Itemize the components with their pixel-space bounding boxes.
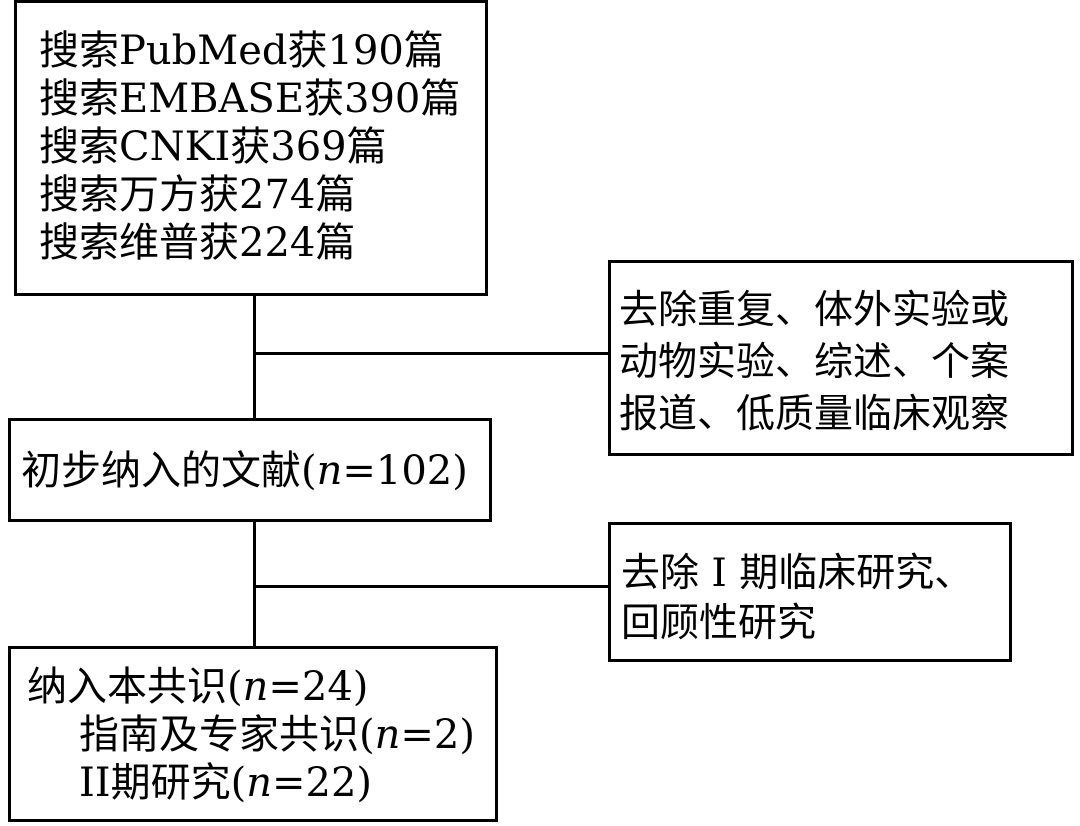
exclusion-2-line: 去除 I 期临床研究、 <box>621 551 974 596</box>
final-phase2-suffix: =22) <box>271 760 373 806</box>
initial-inclusion-n-symbol: n <box>316 448 343 494</box>
search-results-lines: 搜索PubMed获190篇 搜索EMBASE获390篇 搜索CNKI获369篇 … <box>39 27 460 267</box>
connector-to-exclusion-2 <box>256 585 608 588</box>
final-phase2-prefix: II期研究( <box>79 760 247 806</box>
exclusion-box-1: 去除重复、体外实验或 动物实验、综述、个案 报道、低质量临床观察 <box>608 260 1074 456</box>
search-line-embase: 搜索EMBASE获390篇 <box>39 76 461 122</box>
final-guidelines-prefix: 指南及专家共识( <box>79 712 375 758</box>
final-total-suffix: =24) <box>268 664 369 710</box>
connector-to-exclusion-1 <box>256 352 608 355</box>
final-inclusion-lines: 纳入本共识(n=24) 指南及专家共识(n=2) II期研究(n=22) <box>27 663 475 807</box>
final-inclusion-guidelines: 指南及专家共识(n=2) <box>27 711 475 759</box>
connector-search-to-initial <box>253 296 256 418</box>
final-guidelines-n-symbol: n <box>374 712 401 758</box>
exclusion-box-2: 去除 I 期临床研究、 回顾性研究 <box>608 522 1012 662</box>
exclusion-1-line: 动物实验、综述、个案 <box>619 340 1010 385</box>
initial-inclusion-suffix: =102) <box>342 448 468 494</box>
final-total-prefix: 纳入本共识( <box>27 664 243 710</box>
final-inclusion-phase2: II期研究(n=22) <box>27 759 475 807</box>
search-line-cnki: 搜索CNKI获369篇 <box>39 124 387 170</box>
exclusion-1-line: 报道、低质量临床观察 <box>619 392 1010 437</box>
exclusion-1-lines: 去除重复、体外实验或 动物实验、综述、个案 报道、低质量临床观察 <box>619 285 1009 441</box>
search-line-wanfang: 搜索万方获274篇 <box>39 172 356 218</box>
search-results-box: 搜索PubMed获190篇 搜索EMBASE获390篇 搜索CNKI获369篇 … <box>14 0 488 296</box>
exclusion-2-lines: 去除 I 期临床研究、 回顾性研究 <box>621 549 973 649</box>
initial-inclusion-box: 初步纳入的文献(n=102) <box>8 418 492 522</box>
search-line-pubmed: 搜索PubMed获190篇 <box>39 28 444 74</box>
final-phase2-n-symbol: n <box>246 760 272 806</box>
connector-initial-to-final <box>253 522 256 646</box>
initial-inclusion-lines: 初步纳入的文献(n=102) <box>21 447 468 495</box>
exclusion-1-line: 去除重复、体外实验或 <box>619 288 1010 333</box>
final-total-n-symbol: n <box>242 664 269 710</box>
exclusion-2-line: 回顾性研究 <box>621 601 817 646</box>
final-inclusion-total: 纳入本共识(n=24) <box>27 663 475 711</box>
final-guidelines-suffix: =2) <box>400 712 475 758</box>
search-line-vip: 搜索维普获224篇 <box>39 220 356 266</box>
initial-inclusion-text: 初步纳入的文献(n=102) <box>21 447 468 495</box>
final-inclusion-box: 纳入本共识(n=24) 指南及专家共识(n=2) II期研究(n=22) <box>8 646 498 822</box>
initial-inclusion-prefix: 初步纳入的文献( <box>21 448 317 494</box>
